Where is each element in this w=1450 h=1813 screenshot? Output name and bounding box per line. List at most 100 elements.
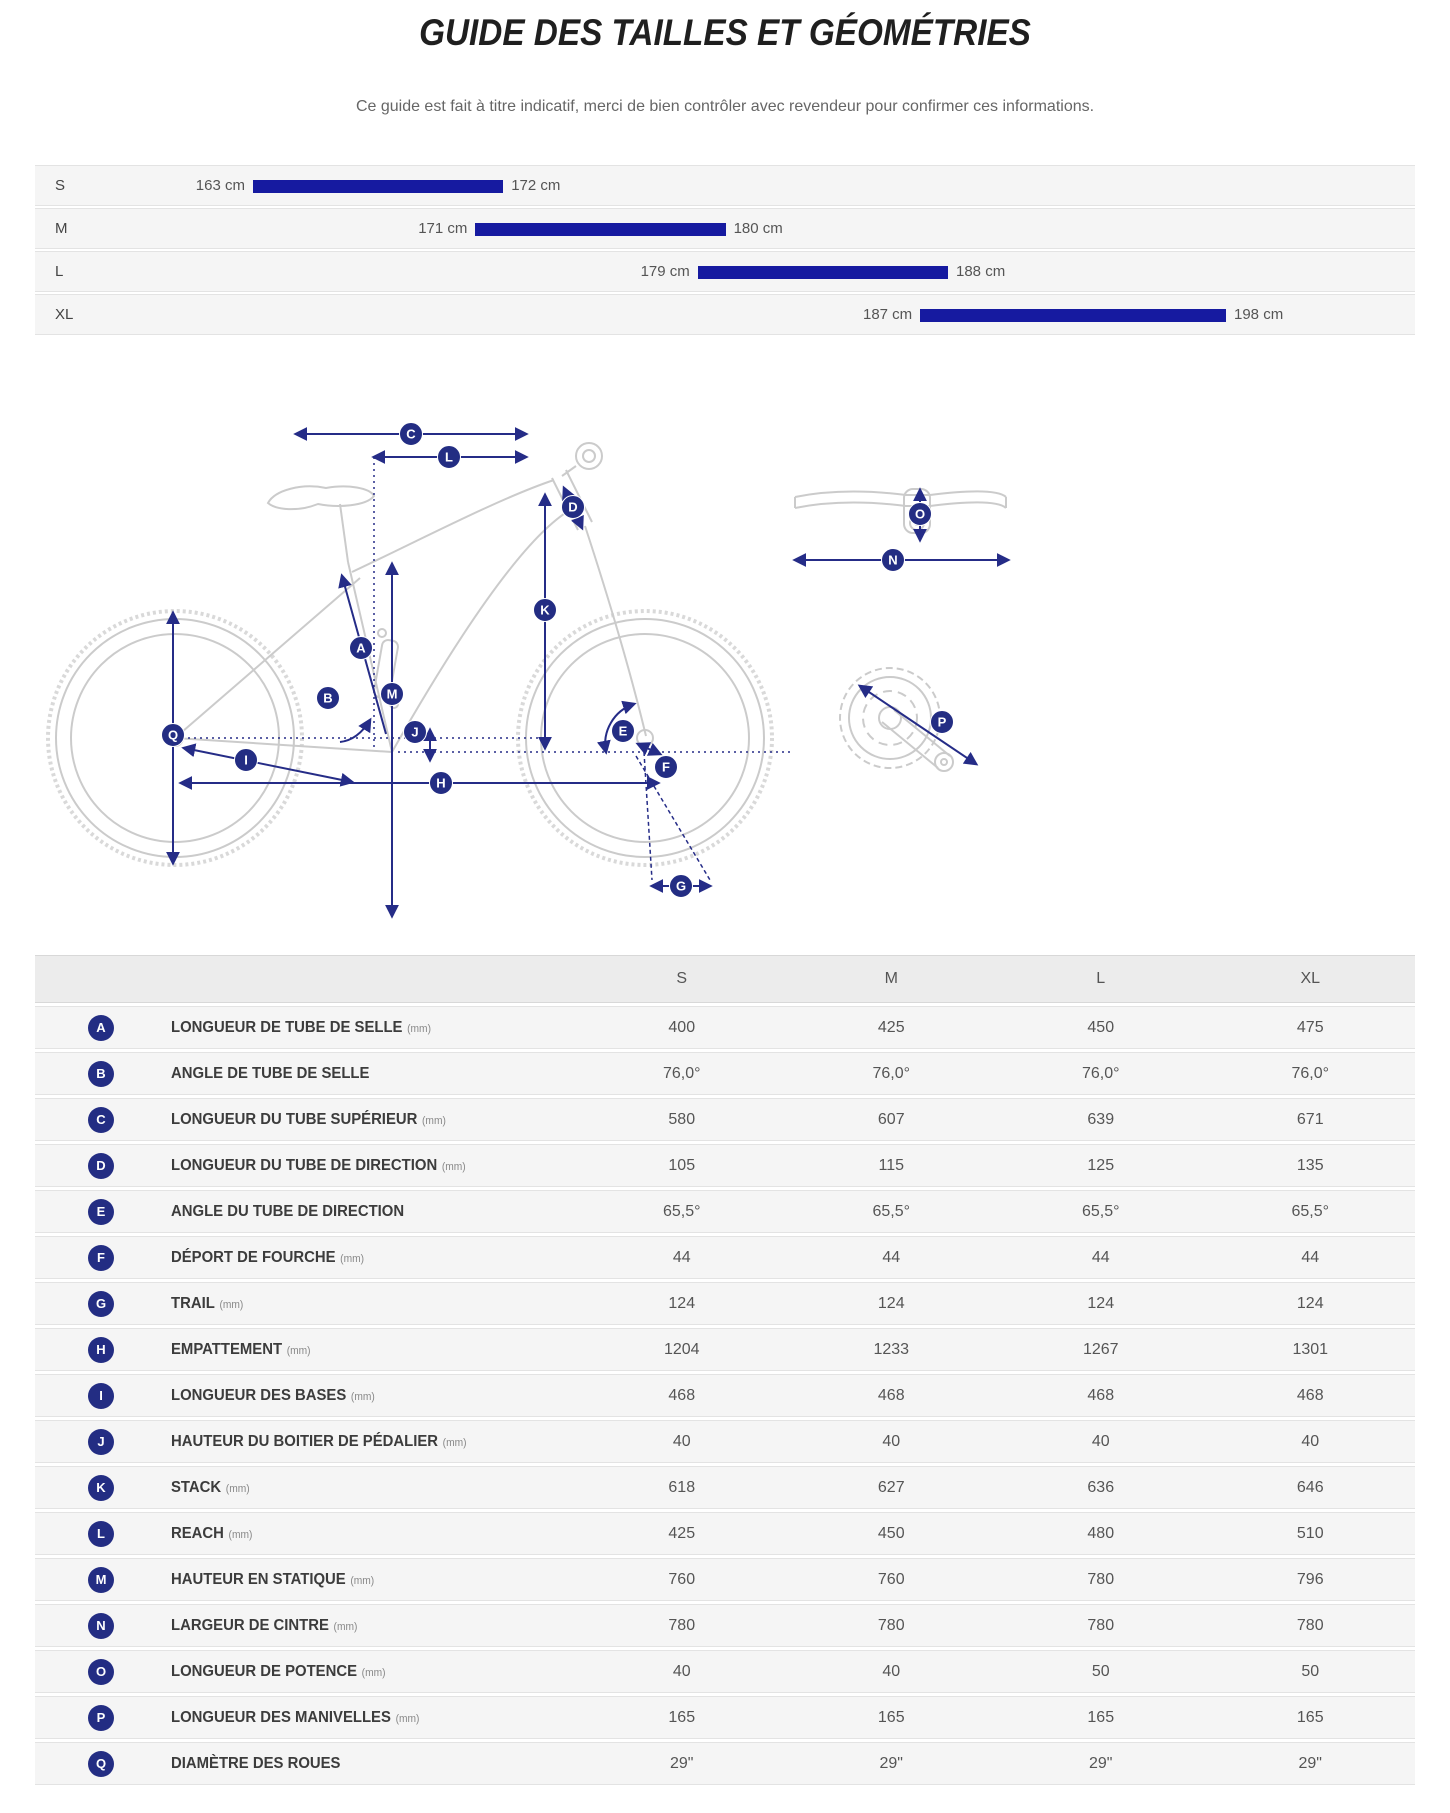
geometry-value: 76,0° xyxy=(662,1064,701,1082)
diagram-marker-letter: L xyxy=(445,450,453,465)
geometry-value: 760 xyxy=(877,1570,905,1588)
diagram-marker-h xyxy=(429,771,453,795)
diagram-marker-a xyxy=(349,636,373,660)
diagram-marker-letter: O xyxy=(915,507,925,522)
unit-label: (mm) xyxy=(286,1344,311,1357)
dim-E-head-angle xyxy=(596,700,637,755)
geometry-value: 125 xyxy=(1087,1156,1115,1174)
row-marker-badge: M xyxy=(88,1566,114,1593)
max-height-label: 198 cm xyxy=(1234,306,1284,323)
diagram-marker-g xyxy=(669,874,693,898)
row-marker-badge: N xyxy=(88,1612,114,1639)
height-range-bar xyxy=(475,223,726,236)
diagram-marker-letter: I xyxy=(244,753,248,768)
geometry-label: LONGUEUR DES MANIVELLES(mm) xyxy=(171,1708,420,1726)
geometry-value: 468 xyxy=(668,1386,696,1404)
geometry-value: 50 xyxy=(1091,1662,1110,1680)
geometry-value: 425 xyxy=(877,1018,905,1036)
geometry-value: 105 xyxy=(668,1156,696,1174)
geometry-value: 796 xyxy=(1296,1570,1324,1588)
row-marker-badge: L xyxy=(88,1520,114,1547)
geometry-value: 1233 xyxy=(873,1340,910,1358)
row-marker-badge: O xyxy=(88,1658,114,1685)
geometry-value: 40 xyxy=(882,1662,901,1680)
geometry-value: 44 xyxy=(1301,1248,1320,1266)
geometry-value: 468 xyxy=(1296,1386,1324,1404)
diagram-marker-letter: A xyxy=(356,641,366,656)
geometry-value: 65,5° xyxy=(662,1202,701,1220)
geometry-value: 124 xyxy=(1296,1294,1324,1312)
geometry-value: 124 xyxy=(1087,1294,1115,1312)
geometry-value: 760 xyxy=(668,1570,696,1588)
geometry-value: 780 xyxy=(1296,1616,1324,1634)
geometry-value: 671 xyxy=(1296,1110,1324,1128)
geometry-label: LONGUEUR DE POTENCE(mm) xyxy=(171,1662,386,1680)
diagram-marker-letter: D xyxy=(568,500,577,515)
geometry-value: 29" xyxy=(1089,1754,1113,1772)
diagram-marker-j xyxy=(403,720,427,744)
geometry-value: 646 xyxy=(1296,1478,1324,1496)
size-label: S xyxy=(55,177,66,194)
diagram-marker-i xyxy=(234,748,258,772)
size-column-header-l: L xyxy=(1096,970,1106,987)
frame xyxy=(174,442,647,753)
geometry-label: LARGEUR DE CINTRE(mm) xyxy=(171,1616,358,1634)
geometry-value: 639 xyxy=(1087,1110,1115,1128)
geometry-value: 40 xyxy=(1301,1432,1320,1450)
diagram-marker-letter: H xyxy=(436,776,445,791)
geometry-label: HAUTEUR DU BOITIER DE PÉDALIER(mm) xyxy=(171,1432,467,1450)
geometry-value: 44 xyxy=(1091,1248,1110,1266)
geometry-value: 65,5° xyxy=(1291,1202,1330,1220)
diagram-marker-letter: C xyxy=(406,427,416,442)
geometry-value: 780 xyxy=(1087,1616,1115,1634)
geometry-value: 165 xyxy=(1296,1708,1324,1726)
geometry-value: 29" xyxy=(879,1754,903,1772)
geometry-label: LONGUEUR DES BASES(mm) xyxy=(171,1386,375,1404)
row-marker-badge: P xyxy=(88,1704,114,1731)
geometry-value: 425 xyxy=(668,1524,696,1542)
geometry-value: 65,5° xyxy=(872,1202,911,1220)
geometry-value: 29" xyxy=(670,1754,694,1772)
geometry-value: 1301 xyxy=(1292,1340,1329,1358)
diagram-marker-letter: N xyxy=(888,553,897,568)
diagram-marker-n xyxy=(881,548,905,572)
max-height-label: 180 cm xyxy=(733,220,783,237)
geometry-label: STACK(mm) xyxy=(171,1478,250,1496)
diagram-marker-p xyxy=(930,710,954,734)
diagram-marker-e xyxy=(611,719,635,743)
geometry-label: ANGLE DE TUBE DE SELLE xyxy=(171,1064,370,1082)
geometry-value: 480 xyxy=(1087,1524,1115,1542)
height-range-bar xyxy=(697,266,948,279)
size-column-header-m: M xyxy=(884,970,898,987)
diagram-marker-q xyxy=(161,723,185,747)
geometry-label: EMPATTEMENT(mm) xyxy=(171,1340,311,1358)
height-range-bar xyxy=(920,309,1226,322)
geometry-value: 510 xyxy=(1296,1524,1324,1542)
row-marker-badge: A xyxy=(88,1014,114,1041)
geometry-value: 450 xyxy=(1087,1018,1115,1036)
geometry-value: 450 xyxy=(877,1524,905,1542)
dashed-axle-drop xyxy=(643,751,653,881)
geometry-value: 44 xyxy=(672,1248,691,1266)
page-title: GUIDE DES TAILLES ET GÉOMÉTRIES xyxy=(419,12,1031,53)
min-height-label: 179 cm xyxy=(640,263,690,280)
unit-label: (mm) xyxy=(350,1574,375,1587)
row-marker-badge: D xyxy=(88,1152,114,1179)
diagram-marker-k xyxy=(533,598,557,622)
geometry-value: 76,0° xyxy=(1081,1064,1120,1082)
geometry-value: 400 xyxy=(668,1018,696,1036)
